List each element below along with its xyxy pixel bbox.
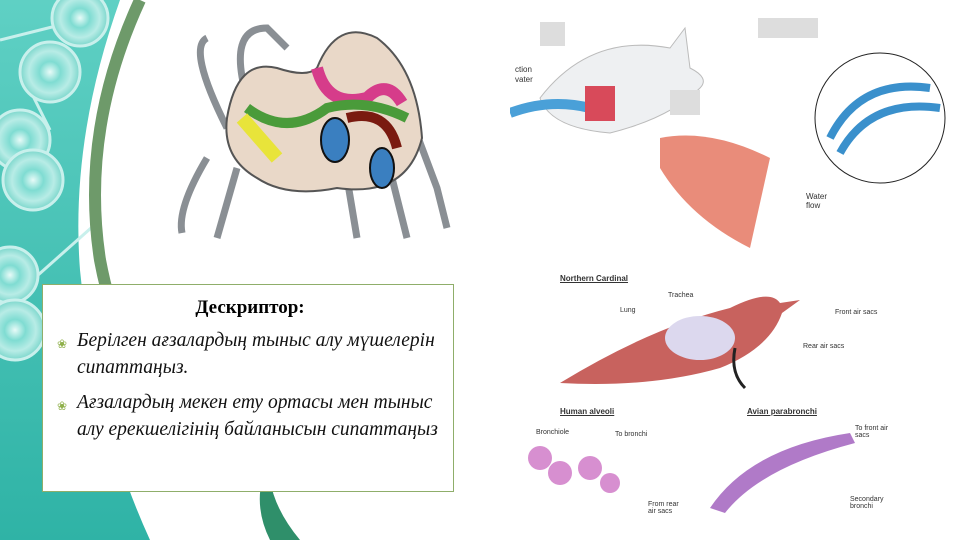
label-secondary-bronchi: Secondary bronchi bbox=[850, 496, 884, 510]
label-from-rear-air-sacs: From rear air sacs bbox=[648, 501, 679, 515]
descriptor-item-text: Ағзалардың мекен ету ортасы мен тыныс ал… bbox=[77, 392, 438, 440]
cell-pattern bbox=[0, 0, 110, 362]
label-human-alveoli: Human alveoli bbox=[560, 407, 615, 416]
fish-label-water-flow: Water flow bbox=[806, 192, 828, 210]
fish-gill-diagram: ction vater Water flow bbox=[510, 8, 950, 258]
descriptor-title: Дескриптор: bbox=[195, 297, 305, 318]
label-trachea: Trachea bbox=[668, 292, 694, 299]
descriptor-item: ❀ Берілген ағзалардың тыныс алу мүшелерін… bbox=[57, 327, 443, 381]
fish-label-water: vater bbox=[515, 75, 533, 84]
descriptor-item-text: Берілген ағзалардың тыныс алу мүшелерін … bbox=[77, 330, 435, 378]
descriptor-item: ❀ Ағзалардың мекен ету ортасы мен тыныс а… bbox=[57, 389, 443, 443]
label-to-bronchi: To bronchi bbox=[615, 431, 648, 438]
descriptor-box: Дескриптор: ❀ Берілген ағзалардың тыныс а… bbox=[42, 284, 454, 492]
label-lung: Lung bbox=[620, 307, 636, 314]
label-bronchiole: Bronchiole bbox=[536, 429, 570, 436]
spider-respiratory-diagram bbox=[167, 8, 454, 258]
bullet-icon: ❀ bbox=[57, 337, 68, 351]
fish-label-direction: ction bbox=[515, 65, 532, 74]
label-avian-parabronchi: Avian parabronchi bbox=[747, 407, 817, 416]
bullet-icon: ❀ bbox=[57, 399, 68, 413]
label-front-air-sacs: Front air sacs bbox=[835, 309, 878, 316]
bird-title: Northern Cardinal bbox=[560, 274, 629, 283]
label-rear-air-sacs: Rear air sacs bbox=[803, 343, 845, 350]
bird-respiratory-diagram: Northern Cardinal Trachea Lung Front air… bbox=[500, 268, 930, 523]
label-to-front-air-sacs: To front air sacs bbox=[855, 425, 889, 439]
